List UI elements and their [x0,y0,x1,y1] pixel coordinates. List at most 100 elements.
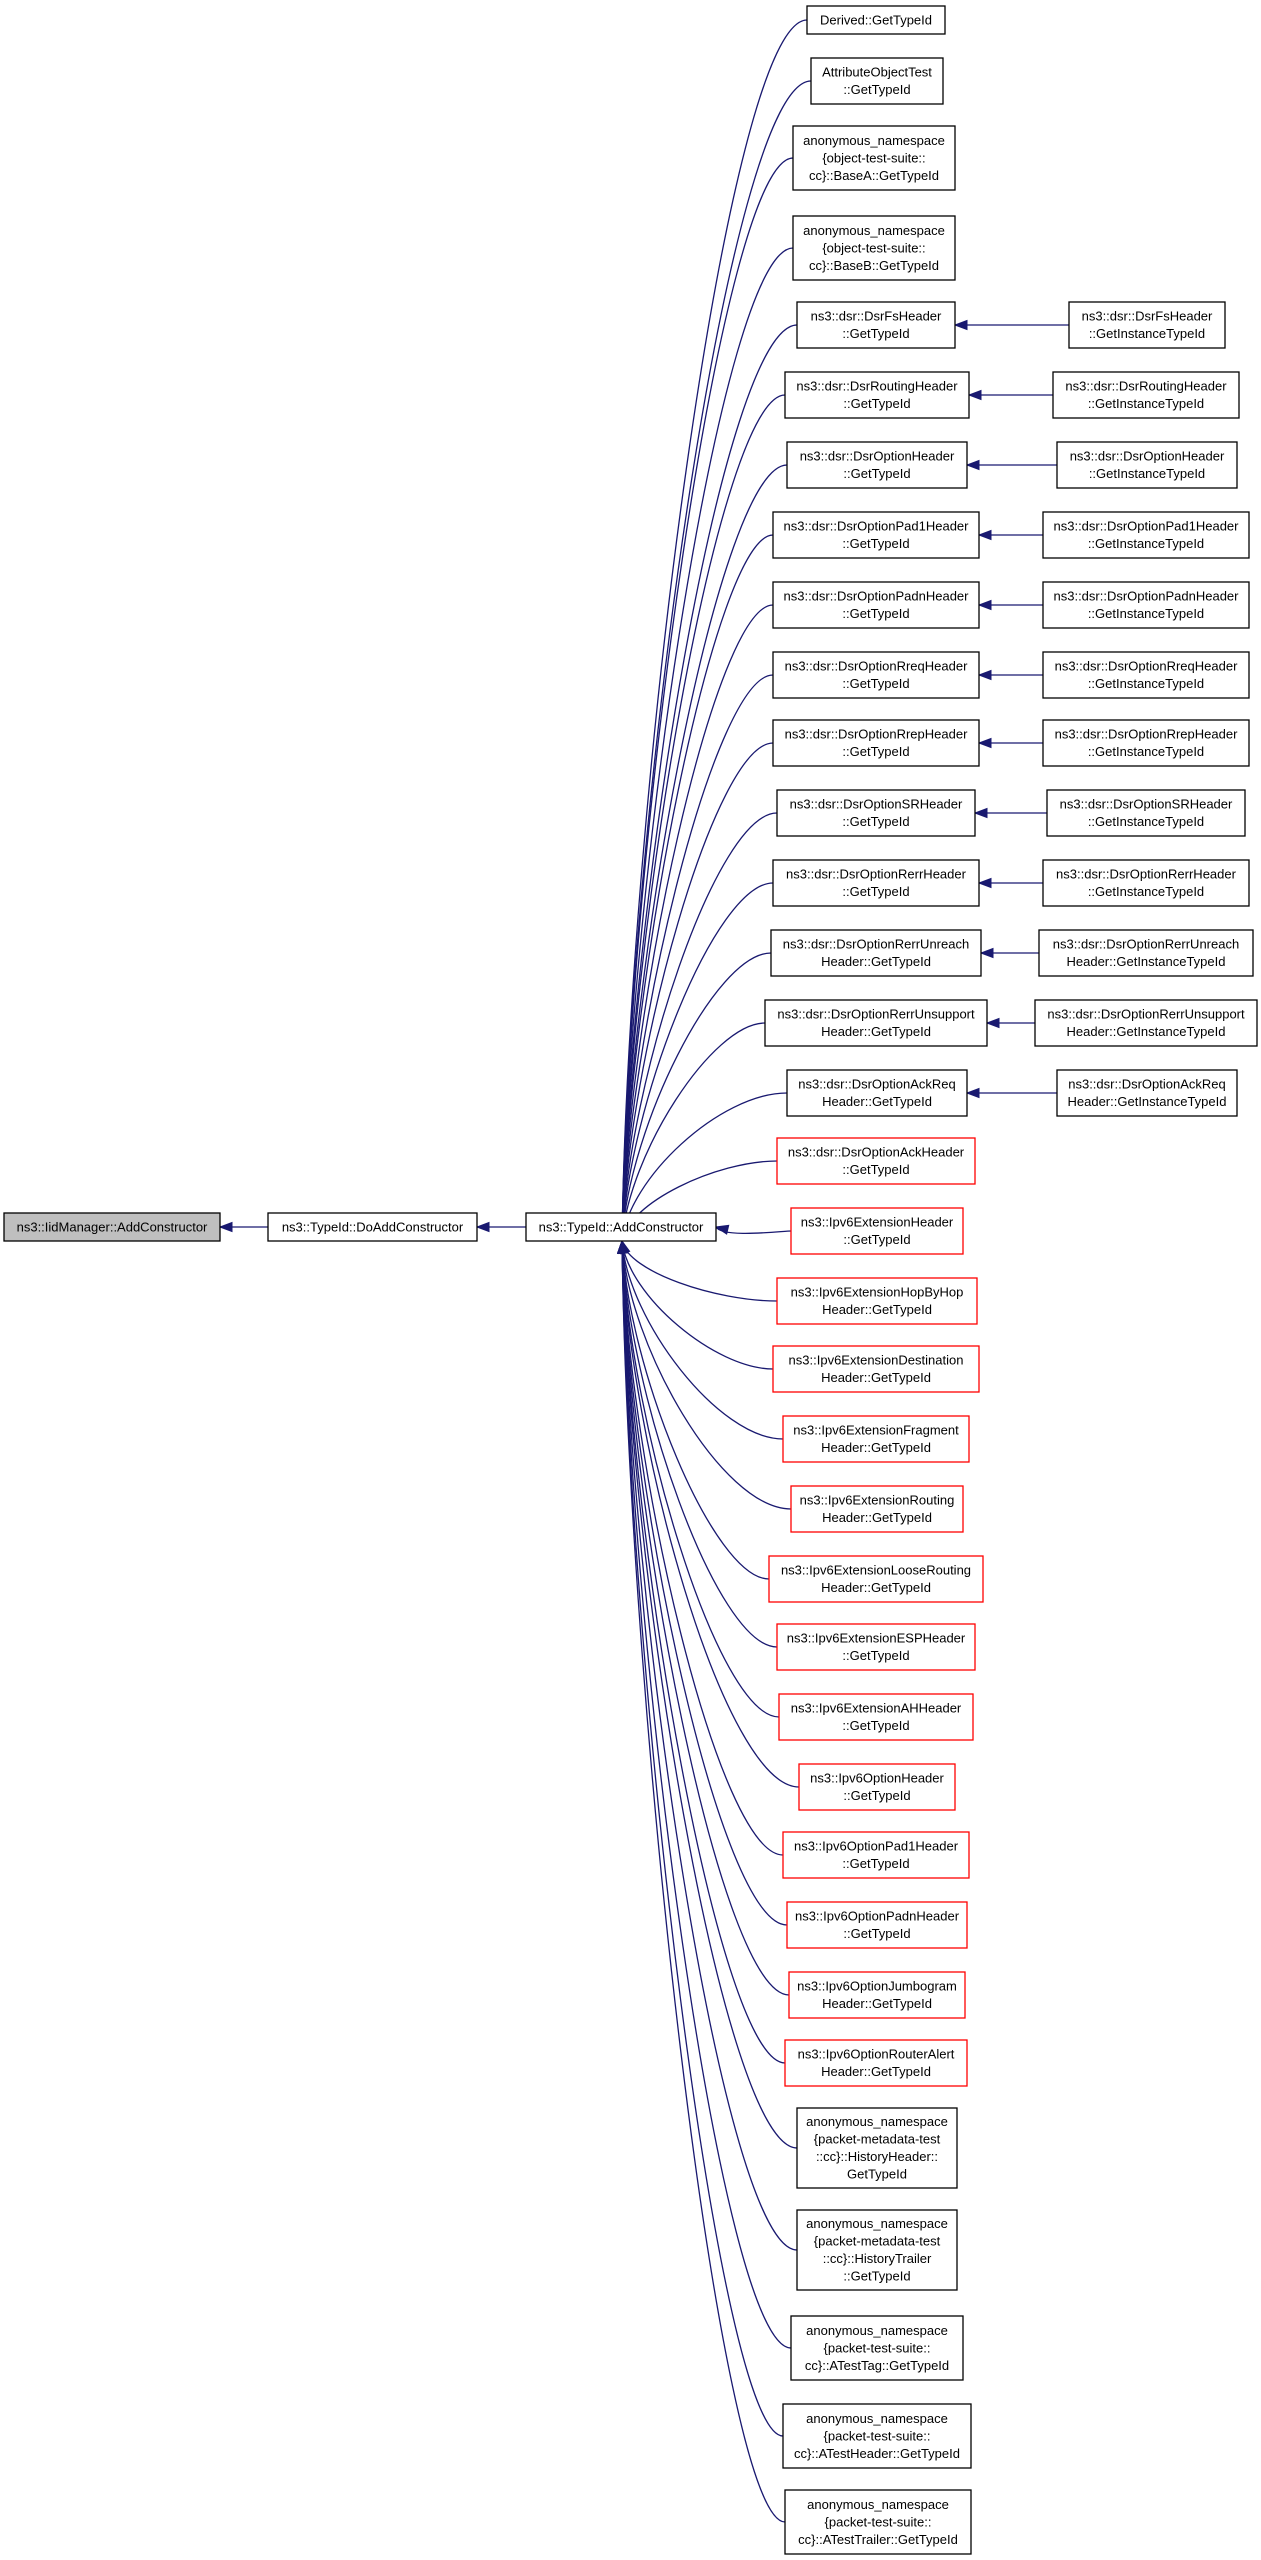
node-label-line: ns3::dsr::DsrOptionSRHeader [1060,797,1233,812]
node-label-line: {packet-test-suite:: [824,2340,931,2355]
node-box [790,1207,964,1255]
node-c11[interactable]: ns3::dsr::DsrOptionSRHeader::GetTypeId [776,789,976,837]
node-root[interactable]: ns3::IidManager::AddConstructor [3,1212,221,1242]
node-add[interactable]: ns3::TypeId::AddConstructor [525,1212,717,1242]
node-c7[interactable]: ns3::dsr::DsrOptionPad1Header::GetTypeId [772,511,980,559]
node-label-line: ::cc}::HistoryHeader:: [816,2149,938,2164]
node-c3[interactable]: anonymous_namespace{object-test-suite::c… [792,215,956,281]
edge-c21-to-add [621,1240,792,1510]
node-c27[interactable]: ns3::Ipv6OptionPadnHeader::GetTypeId [786,1901,968,1949]
node-g15[interactable]: ns3::dsr::DsrOptionAckReqHeader::GetInst… [1056,1069,1238,1117]
node-c20[interactable]: ns3::Ipv6ExtensionFragmentHeader::GetTyp… [782,1415,970,1463]
node-box [790,2315,964,2381]
edge-c6-to-add [621,464,788,1242]
node-g13[interactable]: ns3::dsr::DsrOptionRerrUnreachHeader::Ge… [1038,929,1254,977]
node-c22[interactable]: ns3::Ipv6ExtensionLooseRoutingHeader::Ge… [768,1555,984,1603]
node-g6[interactable]: ns3::dsr::DsrOptionHeader::GetInstanceTy… [1056,441,1238,489]
node-g8[interactable]: ns3::dsr::DsrOptionPadnHeader::GetInstan… [1042,581,1250,629]
node-label-line: ns3::Ipv6ExtensionESPHeader [787,1631,966,1646]
node-c30[interactable]: anonymous_namespace{packet-metadata-test… [796,2107,958,2189]
node-box [776,1623,976,1671]
node-c19[interactable]: ns3::Ipv6ExtensionDestinationHeader::Get… [772,1345,980,1393]
node-label-line: ::GetTypeId [842,1648,909,1663]
node-c13[interactable]: ns3::dsr::DsrOptionRerrUnreachHeader::Ge… [770,929,982,977]
node-label-line: ns3::dsr::DsrOptionAckReq [1068,1077,1226,1092]
node-label-line: ns3::dsr::DsrFsHeader [811,309,942,324]
edge-c11-to-add [621,812,778,1242]
node-c31[interactable]: anonymous_namespace{packet-metadata-test… [796,2209,958,2291]
node-label-line: {packet-metadata-test [814,2132,941,2147]
node-g5[interactable]: ns3::dsr::DsrRoutingHeader::GetInstanceT… [1052,371,1240,419]
node-c23[interactable]: ns3::Ipv6ExtensionESPHeader::GetTypeId [776,1623,976,1671]
node-c0[interactable]: Derived::GetTypeId [806,5,946,35]
node-c12[interactable]: ns3::dsr::DsrOptionRerrHeader::GetTypeId [772,859,980,907]
node-g9[interactable]: ns3::dsr::DsrOptionRreqHeader::GetInstan… [1042,651,1250,699]
node-c9[interactable]: ns3::dsr::DsrOptionRreqHeader::GetTypeId [772,651,980,699]
node-label-line: ns3::dsr::DsrOptionAckReq [798,1077,956,1092]
edge-c9-to-add [621,674,774,1242]
node-box [782,2403,972,2469]
node-c24[interactable]: ns3::Ipv6ExtensionAHHeader::GetTypeId [778,1693,974,1741]
node-c17[interactable]: ns3::Ipv6ExtensionHeader::GetTypeId [790,1207,964,1255]
node-c6[interactable]: ns3::dsr::DsrOptionHeader::GetTypeId [786,441,968,489]
node-c18[interactable]: ns3::Ipv6ExtensionHopByHopHeader::GetTyp… [776,1277,978,1325]
edge-c24-to-add [621,1240,780,1718]
node-c14[interactable]: ns3::dsr::DsrOptionRerrUnsupportHeader::… [764,999,988,1047]
node-label-line: ::GetInstanceTypeId [1089,466,1205,481]
node-box [3,1212,221,1242]
node-g7[interactable]: ns3::dsr::DsrOptionPad1Header::GetInstan… [1042,511,1250,559]
arrowhead-g13-to-c13 [979,947,994,959]
node-box [764,999,988,1047]
node-box [772,1345,980,1393]
edge-c22-to-add [621,1240,770,1580]
node-c1[interactable]: AttributeObjectTest::GetTypeId [810,57,944,105]
node-g11[interactable]: ns3::dsr::DsrOptionSRHeader::GetInstance… [1046,789,1246,837]
arrowhead-g10-to-c10 [977,737,992,749]
edge-c23-to-add [621,1240,778,1648]
node-label-line: ::GetTypeId [842,606,909,621]
node-label-line: ::cc}::HistoryTrailer [823,2251,932,2266]
node-doadd[interactable]: ns3::TypeId::DoAddConstructor [267,1212,478,1242]
arrowhead-g8-to-c8 [977,599,992,611]
node-g4[interactable]: ns3::dsr::DsrFsHeader::GetInstanceTypeId [1068,301,1226,349]
node-box [786,1901,968,1949]
node-c33[interactable]: anonymous_namespace{packet-test-suite::c… [782,2403,972,2469]
node-c5[interactable]: ns3::dsr::DsrRoutingHeader::GetTypeId [784,371,970,419]
node-label-line: ::GetInstanceTypeId [1088,744,1204,759]
node-g10[interactable]: ns3::dsr::DsrOptionRrepHeader::GetInstan… [1042,719,1250,767]
node-label-line: anonymous_namespace [806,2411,948,2426]
node-c29[interactable]: ns3::Ipv6OptionRouterAlertHeader::GetTyp… [784,2039,968,2087]
node-label-line: ::GetTypeId [842,326,909,341]
node-c32[interactable]: anonymous_namespace{packet-test-suite::c… [790,2315,964,2381]
node-label-line: ns3::dsr::DsrRoutingHeader [1065,379,1227,394]
node-c26[interactable]: ns3::Ipv6OptionPad1Header::GetTypeId [782,1831,970,1879]
node-c16[interactable]: ns3::dsr::DsrOptionAckHeader::GetTypeId [776,1137,976,1185]
edge-c17-to-add [715,1226,792,1234]
node-label-line: Header::GetTypeId [821,2064,931,2079]
node-c4[interactable]: ns3::dsr::DsrFsHeader::GetTypeId [796,301,956,349]
node-c25[interactable]: ns3::Ipv6OptionHeader::GetTypeId [798,1763,956,1811]
node-label-line: ::GetTypeId [843,396,910,411]
node-box [796,2209,958,2291]
node-label-line: {packet-test-suite:: [825,2514,932,2529]
node-label-line: ns3::dsr::DsrOptionRerrHeader [1056,867,1237,882]
node-c2[interactable]: anonymous_namespace{object-test-suite::c… [792,125,956,191]
node-label-line: ::GetTypeId [843,2269,910,2284]
node-c28[interactable]: ns3::Ipv6OptionJumbogramHeader::GetTypeI… [788,1971,966,2019]
node-label-line: ::GetTypeId [842,814,909,829]
node-label-line: ns3::dsr::DsrOptionRrepHeader [785,727,968,742]
node-label-line: ns3::dsr::DsrOptionRerrUnsupport [777,1007,975,1022]
node-label-line: ::GetInstanceTypeId [1088,884,1204,899]
edge-c3-to-add [621,247,794,1242]
node-g14[interactable]: ns3::dsr::DsrOptionRerrUnsupportHeader::… [1034,999,1258,1047]
node-box [782,1415,970,1463]
node-c8[interactable]: ns3::dsr::DsrOptionPadnHeader::GetTypeId [772,581,980,629]
node-c10[interactable]: ns3::dsr::DsrOptionRrepHeader::GetTypeId [772,719,980,767]
node-c15[interactable]: ns3::dsr::DsrOptionAckReqHeader::GetType… [786,1069,968,1117]
node-box [792,215,956,281]
node-g12[interactable]: ns3::dsr::DsrOptionRerrHeader::GetInstan… [1042,859,1250,907]
node-box [784,2039,968,2087]
node-c34[interactable]: anonymous_namespace{packet-test-suite::c… [784,2489,972,2555]
node-label-line: Header::GetInstanceTypeId [1067,1024,1226,1039]
node-c21[interactable]: ns3::Ipv6ExtensionRoutingHeader::GetType… [790,1485,964,1533]
